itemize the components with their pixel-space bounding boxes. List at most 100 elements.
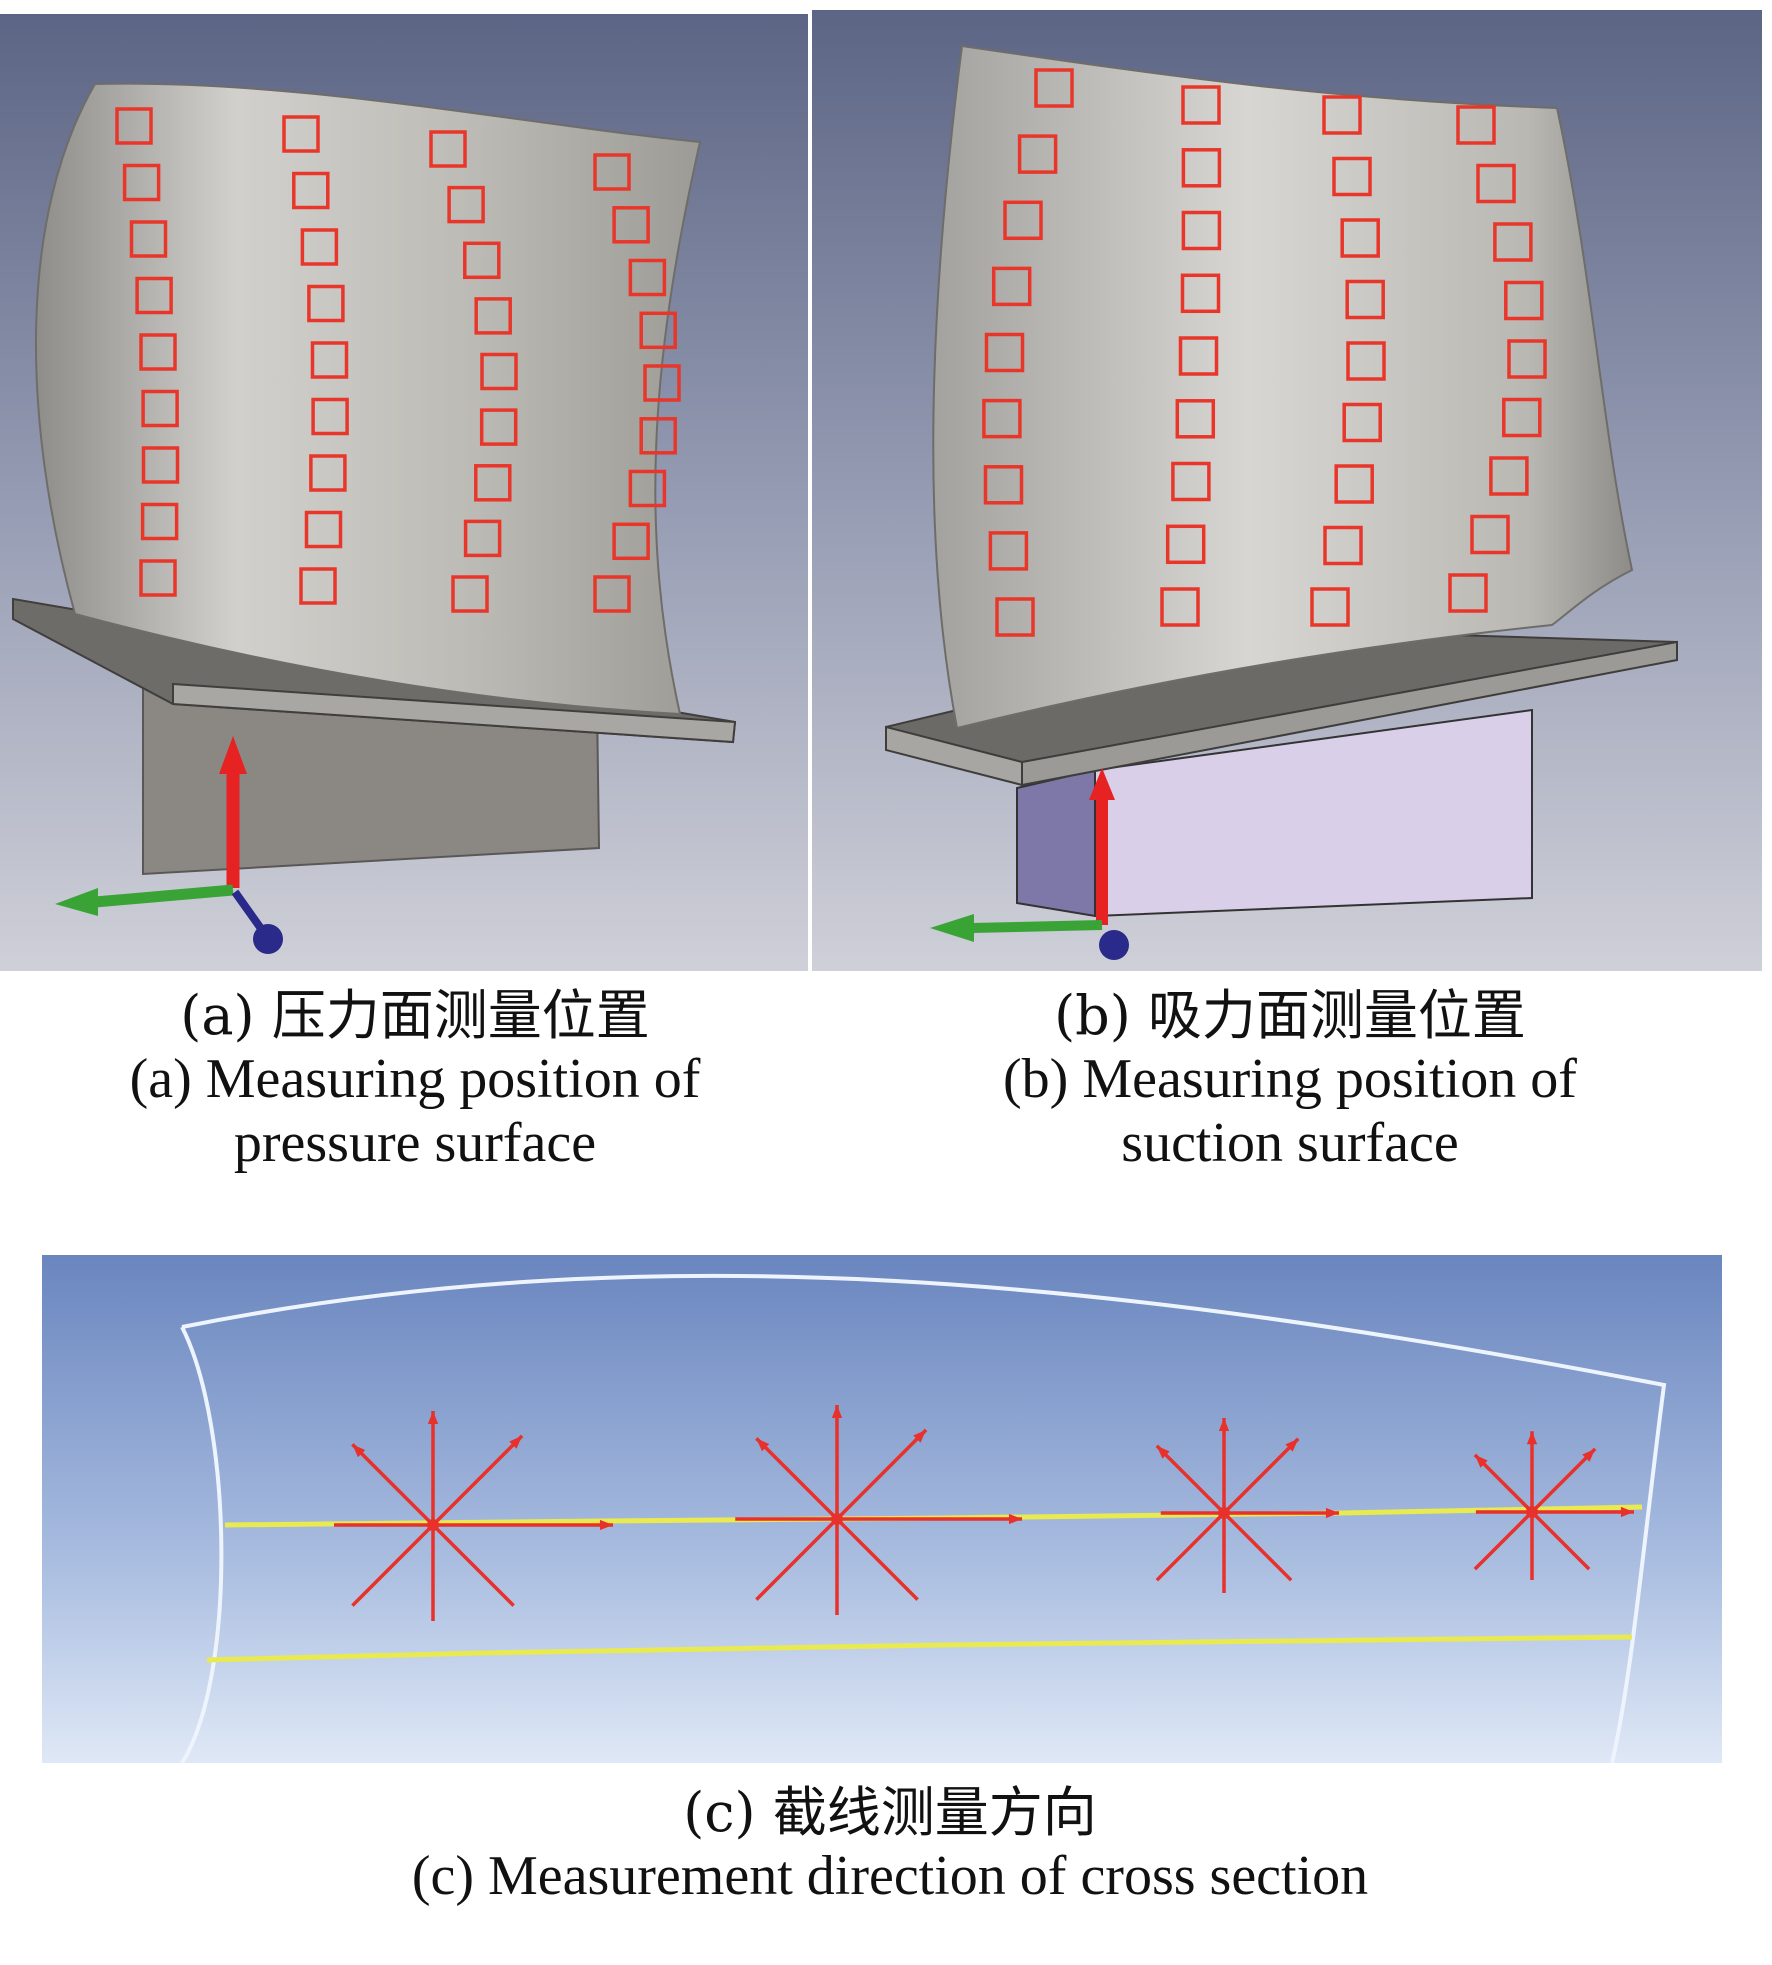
caption-c-en: (c) Measurement direction of cross secti… (411, 1845, 1369, 1908)
measurement-marker (1342, 402, 1382, 443)
axis-left-arrow (971, 920, 1103, 933)
direction-ray (1155, 1444, 1226, 1515)
measurement-marker (1181, 148, 1222, 188)
caption-a: (a) 压力面测量位置 (a) Measuring position of pr… (20, 984, 810, 1176)
measurement-marker (1493, 222, 1533, 262)
direction-arrowhead (1526, 1431, 1538, 1445)
measurement-marker (612, 206, 650, 244)
measurement-marker (1504, 280, 1544, 321)
axis-left-arrowhead (55, 888, 98, 916)
axis-up-arrowhead (1089, 768, 1115, 800)
direction-arrowhead (831, 1405, 843, 1419)
measurement-marker (122, 163, 161, 202)
measurement-marker (1181, 210, 1222, 251)
measurement-star (334, 1411, 613, 1621)
measurement-marker (480, 352, 518, 391)
measurement-marker (474, 464, 512, 502)
axis-normal-knob (253, 924, 283, 954)
measurement-marker (135, 276, 173, 315)
direction-ray (431, 1523, 515, 1607)
root-block-side (1016, 768, 1096, 918)
direction-arrowhead (1620, 1506, 1634, 1518)
measurement-markers (982, 68, 1547, 637)
measurement-marker (140, 502, 179, 541)
direction-arrowhead (1156, 1445, 1170, 1459)
direction-arrowhead (1008, 1513, 1022, 1525)
section-outline-left (180, 1326, 224, 1763)
measurement-marker (1175, 399, 1216, 439)
direction-ray (1473, 1510, 1534, 1571)
measurement-markers (115, 107, 681, 613)
direction-ray (755, 1437, 839, 1521)
measurement-star (1155, 1418, 1339, 1593)
measurement-marker (1181, 85, 1221, 125)
direction-arrowhead (599, 1519, 613, 1531)
direction-ray (351, 1443, 435, 1527)
axis-normal-arrow (231, 889, 266, 933)
measurement-marker (988, 531, 1029, 571)
measurement-marker (139, 559, 177, 597)
measurement-marker (1171, 461, 1211, 502)
measurement-marker (115, 107, 153, 145)
measurement-star (735, 1405, 1022, 1615)
measurement-marker (1017, 134, 1058, 174)
measurement-marker (991, 266, 1032, 307)
measurement-marker (1470, 514, 1510, 555)
panel-a-pressure-surface (0, 14, 808, 971)
measurement-marker (1034, 68, 1074, 108)
measurement-marker (1507, 339, 1547, 379)
measurement-marker (447, 185, 485, 224)
direction-arrowhead (1474, 1454, 1488, 1468)
measurement-marker (639, 311, 677, 350)
axis-left-arrowhead (930, 914, 974, 942)
star-center (1218, 1507, 1230, 1519)
measurement-marker (982, 398, 1022, 439)
measurement-marker (1323, 525, 1363, 566)
direction-arrowhead (756, 1438, 770, 1452)
blade-surface (34, 82, 702, 716)
measurement-marker (474, 297, 512, 335)
direction-ray (1530, 1447, 1597, 1514)
measurement-marker (1322, 95, 1362, 135)
measurement-marker (304, 510, 343, 549)
measurement-marker (429, 130, 467, 168)
measurement-marker (612, 522, 650, 561)
measurement-marker (1332, 156, 1372, 197)
direction-arrowhead (509, 1435, 523, 1449)
direction-ray (1222, 1437, 1300, 1515)
blade-surface (932, 44, 1634, 730)
caption-a-en: (a) Measuring position of pressure surfa… (129, 1048, 701, 1175)
direction-ray (1473, 1453, 1534, 1514)
axis-left-arrow (94, 884, 234, 908)
measurement-marker (1160, 587, 1200, 627)
measurement-star (1473, 1431, 1634, 1580)
section-outline-top-right (181, 1273, 1667, 1763)
measurement-marker (141, 446, 180, 484)
measurement-marker (463, 519, 502, 558)
star-center (1526, 1506, 1538, 1518)
direction-ray (1155, 1511, 1226, 1582)
direction-ray (351, 1523, 435, 1607)
caption-b-zh: (b) 吸力面测量位置 (1054, 984, 1526, 1047)
measurement-marker (282, 115, 320, 153)
measurement-marker (307, 284, 345, 323)
measurement-direction-stars (334, 1405, 1634, 1621)
root-block-face (1094, 708, 1533, 918)
measurement-marker (1340, 218, 1380, 258)
caption-c: (c) 截线测量方向 (c) Measurement direction of … (120, 1781, 1660, 1908)
measurement-marker (463, 241, 501, 280)
measurement-marker (310, 341, 349, 379)
measurement-marker (309, 454, 347, 492)
direction-arrowhead (1218, 1418, 1230, 1432)
direction-ray (835, 1428, 928, 1521)
axis-up-arrowhead (219, 736, 247, 774)
measurement-marker (995, 597, 1035, 637)
measurement-marker (643, 364, 681, 402)
measurement-marker (1345, 279, 1385, 320)
panel-b-suction-surface (812, 10, 1762, 971)
direction-arrowhead (1325, 1507, 1339, 1519)
panel-c-cross-section (42, 1255, 1722, 1763)
direction-arrowhead (1582, 1448, 1596, 1462)
measurement-marker (139, 333, 177, 371)
direction-arrowhead (352, 1444, 366, 1458)
